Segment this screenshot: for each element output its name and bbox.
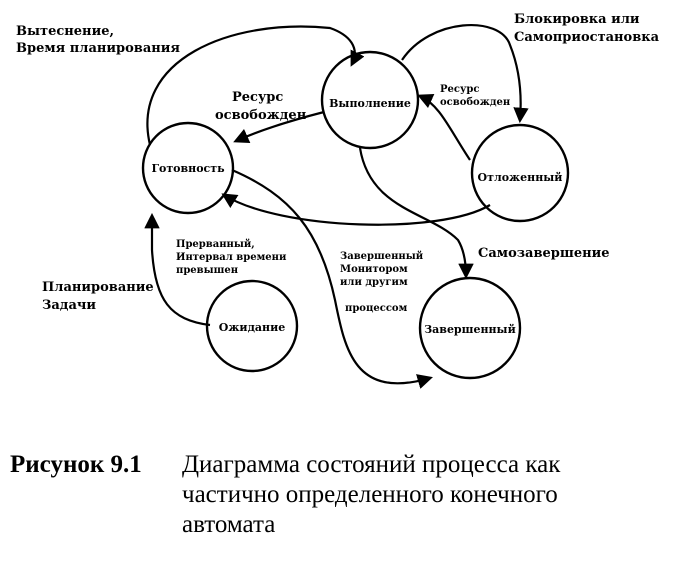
label-interrupted-line3: превышен: [176, 265, 238, 276]
label-killed-line1: Завершенный: [340, 251, 424, 262]
state-waiting-label: Ожидание: [219, 321, 286, 334]
label-blocking-line1: Блокировка или: [514, 12, 640, 27]
state-ready-label: Готовность: [151, 162, 225, 175]
state-terminated-label: Завершенный: [424, 323, 516, 336]
label-interrupted-line1: Прерванный,: [176, 239, 255, 250]
label-released-line2: освобожден: [215, 108, 307, 123]
label-killed-line2: Монитором: [340, 264, 408, 275]
state-ready-circle: [141, 121, 235, 215]
label-preemption-line2: Время планирования: [16, 41, 180, 56]
edge-running-to-ready: [233, 110, 325, 143]
caption-number: Рисунок 9.1: [10, 451, 142, 478]
state-waiting-circle: [205, 279, 299, 373]
edge-suspended-to-running: [417, 94, 471, 161]
label-released-line1: Ресурс: [232, 90, 283, 105]
label-killed-line4: процессом: [345, 303, 408, 314]
state-diagram: Готовность Выполнение Отложенный Ожидани…: [16, 12, 660, 389]
edge-ready-to-terminated: [231, 168, 433, 389]
state-suspended-circle: [470, 123, 570, 223]
label-scheduling-line2: Задачи: [42, 298, 96, 313]
label-blocking-line2: Самоприостановка: [514, 30, 660, 45]
edge-ready-to-running: [146, 25, 365, 146]
caption-line3: автомата: [182, 511, 276, 538]
edge-running-to-terminated: [358, 147, 474, 280]
caption-line1: Диаграмма состояний процесса как: [182, 451, 561, 478]
edge-suspended-to-ready: [221, 193, 491, 226]
caption-line2: частично определенного конечного: [182, 481, 558, 508]
label-self-termination: Самозавершение: [478, 246, 610, 261]
label-scheduling-line1: Планирование: [42, 280, 154, 295]
label-interrupted-line2: Интервал времени: [176, 252, 287, 263]
label-preemption-line1: Вытеснение,: [16, 24, 114, 39]
state-suspended-label: Отложенный: [478, 171, 563, 184]
label-released-small-line1: Ресурс: [440, 84, 479, 95]
edge-waiting-to-ready: [144, 212, 211, 327]
label-killed-line3: или другим: [340, 277, 408, 288]
state-running-label: Выполнение: [329, 97, 411, 110]
label-released-small-line2: освобожден: [440, 97, 510, 108]
edge-running-to-suspended: [401, 24, 529, 124]
